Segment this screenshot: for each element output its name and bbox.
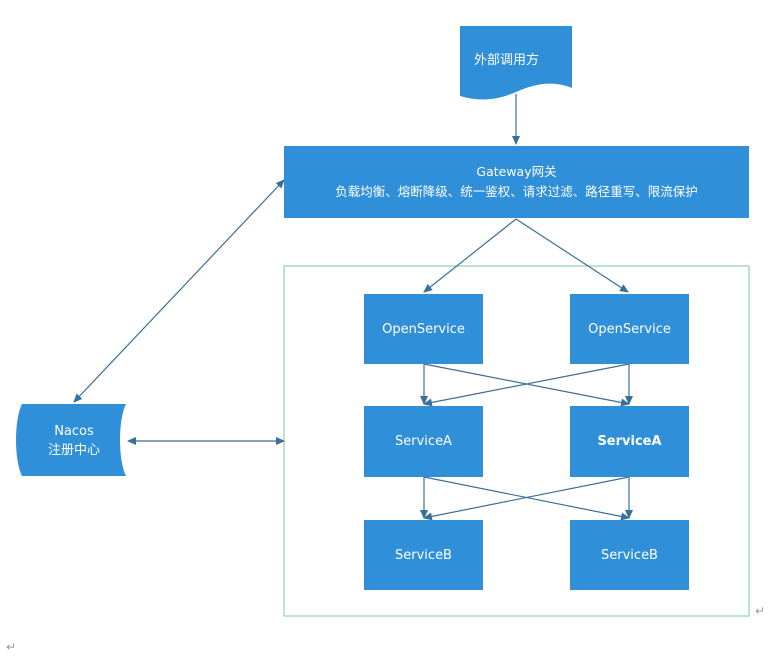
external-caller-label: 外部调用方 bbox=[474, 53, 540, 68]
service-a-left: ServiceA bbox=[364, 406, 483, 477]
service-a-right: ServiceA bbox=[570, 406, 689, 477]
external-caller-shape bbox=[460, 26, 572, 100]
paragraph-mark-left: ↵ bbox=[6, 640, 17, 654]
paragraph-mark-right: ↵ bbox=[755, 604, 766, 618]
service-b-right: ServiceB bbox=[570, 520, 689, 590]
gateway-features: 负载均衡、熔断降级、统一鉴权、请求过滤、路径重写、限流保护 bbox=[335, 184, 698, 199]
arrow-nacos-gateway bbox=[73, 179, 285, 403]
arrow-open-right-to-a-left bbox=[423, 363, 630, 407]
nacos-shape bbox=[16, 404, 126, 476]
service-b-left: ServiceB bbox=[364, 520, 483, 590]
gateway-title: Gateway网关 bbox=[476, 164, 557, 179]
nacos-subtitle: 注册中心 bbox=[47, 443, 100, 458]
arrow-gateway-to-open-right bbox=[515, 218, 629, 293]
open-service-right: OpenService bbox=[570, 294, 689, 364]
nacos-name: Nacos bbox=[54, 424, 94, 439]
open-service-left: OpenService bbox=[364, 294, 483, 364]
gateway-node: Gateway网关 负载均衡、熔断降级、统一鉴权、请求过滤、路径重写、限流保护 bbox=[284, 146, 749, 218]
arrow-gateway-to-open-left bbox=[423, 218, 517, 293]
arrow-a-right-to-b-left bbox=[423, 476, 630, 521]
nacos-node: Nacos 注册中心 bbox=[24, 422, 124, 460]
